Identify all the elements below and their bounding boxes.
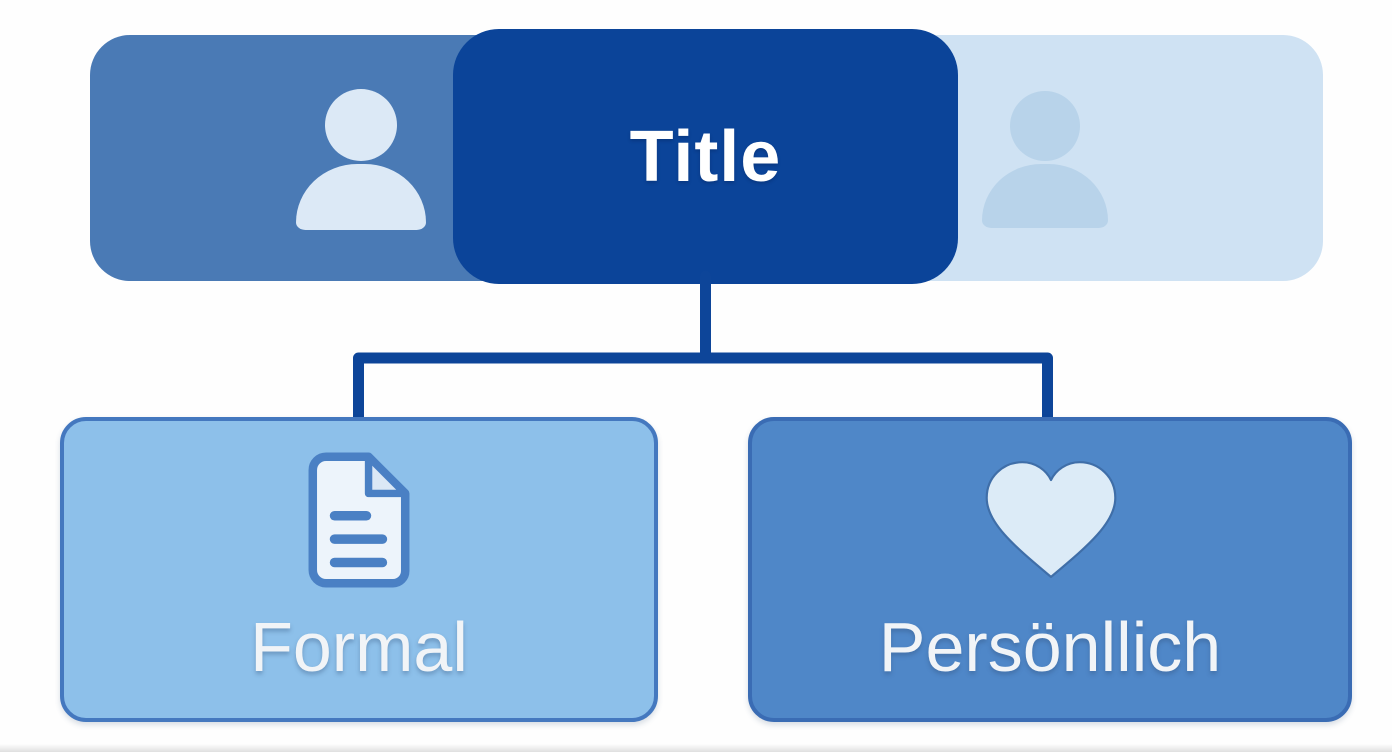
title-node: Title [453, 29, 958, 284]
person-icon-head [1010, 91, 1080, 161]
node-personal-label: Persönllich [878, 608, 1222, 686]
bottom-edge-shading [0, 744, 1392, 752]
top-bar-left-segment [90, 35, 522, 281]
title-node-label: Title [629, 116, 782, 197]
document-icon [308, 452, 410, 588]
heart-icon [985, 461, 1117, 579]
person-icon-head [325, 89, 397, 161]
top-bar-right-segment [888, 35, 1323, 281]
node-formal-label: Formal [250, 608, 468, 686]
